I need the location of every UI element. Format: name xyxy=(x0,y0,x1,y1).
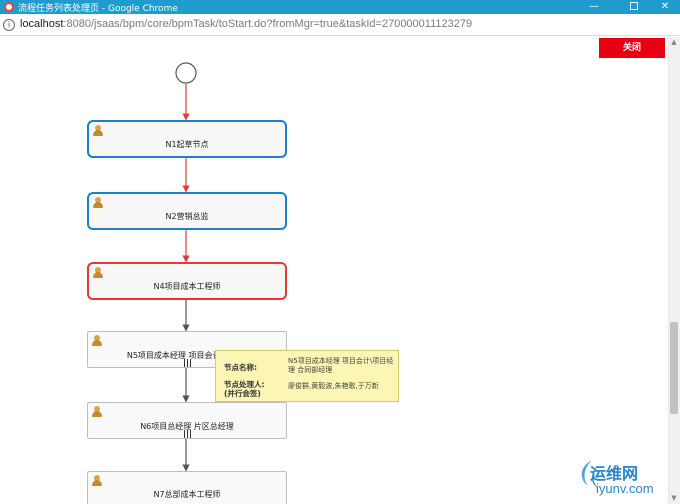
user-icon xyxy=(93,267,103,278)
info-icon[interactable]: i xyxy=(3,19,15,31)
flow-node-n7[interactable]: N7总部成本工程师 xyxy=(87,471,287,504)
tooltip-handler-label: 节点处理人: xyxy=(224,380,265,389)
minimize-button[interactable]: — xyxy=(589,1,599,12)
flow-node-n4[interactable]: N4项目成本工程师 xyxy=(87,262,287,300)
parallel-marker-icon xyxy=(183,359,191,367)
node-label: N2营销总监 xyxy=(165,212,209,221)
user-icon xyxy=(93,125,103,136)
flow-node-n6[interactable]: N6项目总经理 片区总经理 xyxy=(87,402,287,439)
address-bar[interactable]: i localhost:8080/jsaas/bpm/core/bpmTask/… xyxy=(0,14,680,36)
scroll-down-arrow-icon[interactable]: ▼ xyxy=(671,494,677,502)
node-label: N5项目成本经理 项目会计\项目财 xyxy=(126,351,248,360)
tooltip-name-value: N5项目成本经理 项目会计\项目经理 合同部经理 xyxy=(288,357,394,374)
user-icon xyxy=(93,197,103,208)
node-label: N1起草节点 xyxy=(165,140,209,149)
close-button[interactable]: 关闭 xyxy=(599,38,665,58)
scrollbar-thumb[interactable] xyxy=(670,322,678,414)
url-text[interactable]: localhost:8080/jsaas/bpm/core/bpmTask/to… xyxy=(20,18,472,30)
window-title: 流程任务列表处理页 - Google Chrome xyxy=(18,4,178,14)
tooltip-handler-sub: (并行会签) xyxy=(224,389,261,398)
node-label: N4项目成本工程师 xyxy=(153,282,221,291)
maximize-button[interactable] xyxy=(617,0,651,14)
window-close-button[interactable]: ✕ xyxy=(660,1,670,12)
watermark-en: iyunv.com xyxy=(596,481,654,496)
url-path: :8080/jsaas/bpm/core/bpmTask/toStart.do?… xyxy=(63,18,473,30)
parallel-marker-icon xyxy=(183,430,191,438)
user-icon xyxy=(92,335,102,346)
window-title-bar: 流程任务列表处理页 - Google Chrome — ✕ xyxy=(0,0,680,14)
flow-node-n2[interactable]: N2营销总监 xyxy=(87,192,287,230)
scroll-up-arrow-icon[interactable]: ▲ xyxy=(671,38,677,46)
scrollbar-track[interactable] xyxy=(668,37,680,504)
node-label: N7总部成本工程师 xyxy=(153,490,221,499)
watermark-logo xyxy=(581,460,598,488)
node-tooltip: 节点名称: N5项目成本经理 项目会计\项目经理 合同部经理 节点处理人: (并… xyxy=(215,350,399,402)
tooltip-handler-value: 廖俊群,黄毅波,朱艳歌,于万新 xyxy=(288,382,379,390)
node-label: N6项目总经理 片区总经理 xyxy=(140,422,234,431)
maximize-icon xyxy=(630,2,638,10)
url-host: localhost xyxy=(20,18,64,30)
user-icon xyxy=(92,475,102,486)
flow-node-n1[interactable]: N1起草节点 xyxy=(87,120,287,158)
tooltip-name-label: 节点名称: xyxy=(224,363,257,372)
start-event xyxy=(175,62,197,84)
user-icon xyxy=(92,406,102,417)
watermark-cn: 运维网 xyxy=(590,464,639,483)
chrome-icon xyxy=(4,2,14,12)
